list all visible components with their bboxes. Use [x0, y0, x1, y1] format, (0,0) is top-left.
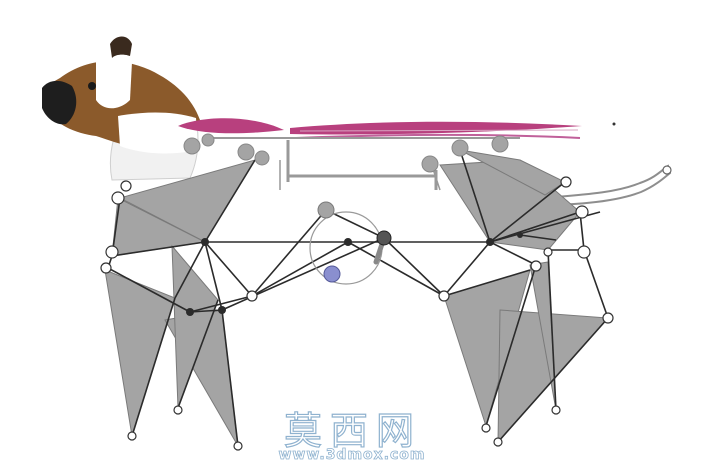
linkage-bars	[107, 149, 609, 447]
watermark-site-name: 莫西网	[283, 408, 422, 453]
tail-tip-joint	[662, 165, 672, 175]
shoulder-balls	[183, 133, 509, 173]
pivot-joint-icon	[100, 176, 614, 451]
leg-panels	[104, 244, 610, 447]
watermark-url: www.3dmox.com	[278, 447, 426, 464]
pivot-joint-filled	[186, 232, 523, 316]
dog-head-icon	[42, 36, 200, 181]
body-panels	[111, 149, 582, 257]
crank-wheel-icon	[309, 201, 392, 285]
wing-tip-dot	[612, 122, 616, 126]
back-bar	[210, 137, 520, 191]
wing-strips	[178, 118, 582, 139]
